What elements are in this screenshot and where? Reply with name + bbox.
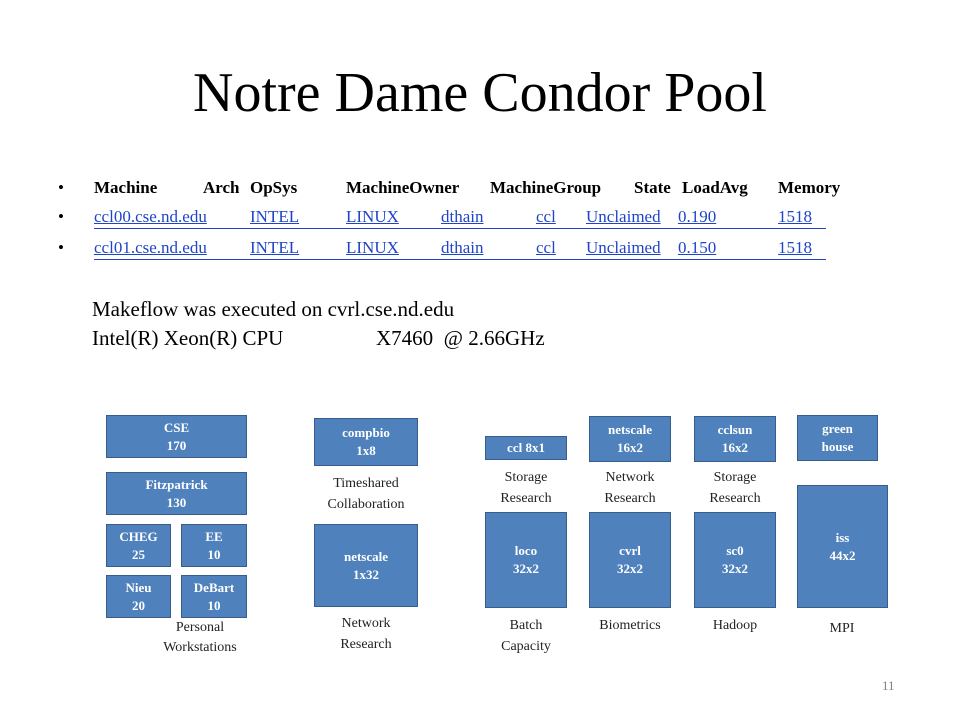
label-storage: Storage — [504, 470, 548, 485]
pool-box-cheg: CHEG 25 — [106, 524, 171, 567]
cell-state[interactable]: Unclaimed — [586, 238, 661, 257]
cell-loadavg[interactable]: 0.190 — [678, 207, 717, 226]
link-underline — [94, 205, 826, 229]
header-arch: Arch — [203, 178, 240, 197]
pool-count: 1x8 — [356, 443, 376, 458]
slide-title: Notre Dame Condor Pool — [193, 62, 767, 124]
pool-count: 32x2 — [722, 561, 748, 576]
info-cpu-vendor: Intel(R) Xeon(R) CPU — [92, 326, 284, 350]
cell-arch[interactable]: INTEL — [250, 238, 300, 257]
pool-name: green — [822, 421, 853, 436]
cell-arch[interactable]: INTEL — [250, 207, 300, 226]
label-biometrics: Biometrics — [599, 618, 661, 633]
pool-box-greenhouse: green house — [797, 415, 878, 461]
pool-count: 16x2 — [617, 440, 643, 455]
pool-name: CHEG — [119, 528, 158, 544]
pool-count: 170 — [166, 437, 187, 453]
info-cpu-model: X7460 @ 2.66GHz — [376, 326, 545, 350]
pool-box-netscale-16x2: netscale 16x2 — [589, 416, 671, 462]
pool-name: DeBart — [193, 579, 235, 595]
cell-loadavg[interactable]: 0.150 — [678, 238, 717, 257]
label-collaboration: Collaboration — [327, 497, 405, 512]
cell-owner[interactable]: dthain — [441, 238, 484, 257]
label-batch: Batch — [509, 618, 543, 633]
pool-box-ee: EE 10 — [181, 524, 247, 567]
pool-count: 20 — [132, 597, 145, 613]
header-machinegroup: MachineGroup — [490, 178, 602, 197]
cell-group[interactable]: ccl — [536, 207, 556, 226]
pool-box-nieu: Nieu 20 — [106, 575, 171, 618]
pool-name: ccl 8x1 — [507, 440, 545, 455]
info-makeflow-host: Makeflow was executed on cvrl.cse.nd.edu — [92, 297, 455, 321]
label-capacity: Capacity — [501, 639, 551, 654]
pool-name: house — [821, 439, 854, 454]
label-personal: Personal — [175, 620, 225, 635]
cell-memory[interactable]: 1518 — [778, 238, 812, 257]
header-opsys: OpSys — [250, 178, 298, 197]
pool-name: netscale — [607, 422, 653, 437]
pool-box-loco: loco 32x2 — [485, 512, 567, 608]
header-machine: Machine — [94, 178, 158, 197]
pool-count: 32x2 — [617, 561, 643, 576]
pool-count: 130 — [166, 494, 187, 510]
pool-box-cclsun: cclsun 16x2 — [694, 416, 776, 462]
pool-name: cvrl — [619, 543, 641, 558]
pool-box-netscale-1x32: netscale 1x32 — [314, 524, 418, 607]
label-network: Network — [605, 470, 655, 485]
label-hadoop: Hadoop — [712, 618, 758, 633]
header-state: State — [634, 178, 671, 197]
pool-box-compbio: compbio 1x8 — [314, 418, 418, 466]
pool-name: iss — [835, 529, 850, 545]
cell-memory[interactable]: 1518 — [778, 207, 812, 226]
info-cpu-line: Intel(R) Xeon(R) CPU X7460 @ 2.66GHz — [92, 325, 592, 352]
label-mpi: MPI — [829, 621, 855, 636]
label-timeshared: Timeshared — [333, 476, 399, 491]
header-machineowner: MachineOwner — [346, 178, 460, 197]
pool-box-sc0: sc0 32x2 — [694, 512, 776, 608]
pool-name: EE — [205, 528, 223, 544]
pool-name: Fitzpatrick — [145, 476, 208, 492]
label-research: Research — [604, 491, 656, 506]
cell-opsys[interactable]: LINUX — [346, 238, 399, 257]
cell-machine[interactable]: ccl00.cse.nd.edu — [94, 207, 207, 226]
pool-count: 32x2 — [513, 561, 539, 576]
pool-name: Nieu — [125, 579, 152, 595]
pool-name: cclsun — [717, 422, 753, 437]
bullet-icon: • — [58, 238, 64, 257]
pool-count: 25 — [132, 546, 145, 562]
pool-box-fitzpatrick: Fitzpatrick 130 — [106, 472, 247, 515]
pool-count: 16x2 — [722, 440, 748, 455]
header-memory: Memory — [778, 178, 841, 197]
pool-name: CSE — [163, 419, 190, 435]
pool-name: sc0 — [726, 543, 744, 558]
pool-name: netscale — [343, 548, 389, 564]
pool-count: 1x32 — [353, 566, 379, 582]
pool-box-ccl: ccl 8x1 — [485, 436, 567, 460]
pool-box-cvrl: cvrl 32x2 — [589, 512, 671, 608]
pool-count: 10 — [207, 546, 221, 562]
pool-name: loco — [514, 543, 538, 558]
label-network: Network — [341, 616, 391, 631]
pool-box-iss: iss 44x2 — [797, 485, 888, 608]
label-workstations: Workstations — [163, 640, 237, 655]
header-loadavg: LoadAvg — [682, 178, 748, 197]
pool-box-cse: CSE 170 — [106, 415, 247, 458]
link-underline — [94, 236, 826, 260]
cell-state[interactable]: Unclaimed — [586, 207, 661, 226]
label-research: Research — [340, 637, 392, 652]
bullet-icon: • — [58, 207, 64, 226]
pool-name: compbio — [342, 425, 390, 440]
bullet-icon: • — [58, 178, 64, 197]
pool-count: 44x2 — [829, 547, 856, 563]
cell-machine[interactable]: ccl01.cse.nd.edu — [94, 238, 207, 257]
label-research: Research — [709, 491, 761, 506]
pool-count: 10 — [207, 597, 221, 613]
cell-owner[interactable]: dthain — [441, 207, 484, 226]
page-number: 11 — [882, 678, 895, 693]
label-storage: Storage — [713, 470, 757, 485]
label-research: Research — [500, 491, 552, 506]
cell-opsys[interactable]: LINUX — [346, 207, 399, 226]
pool-box-debart: DeBart 10 — [181, 575, 247, 618]
cell-group[interactable]: ccl — [536, 238, 556, 257]
